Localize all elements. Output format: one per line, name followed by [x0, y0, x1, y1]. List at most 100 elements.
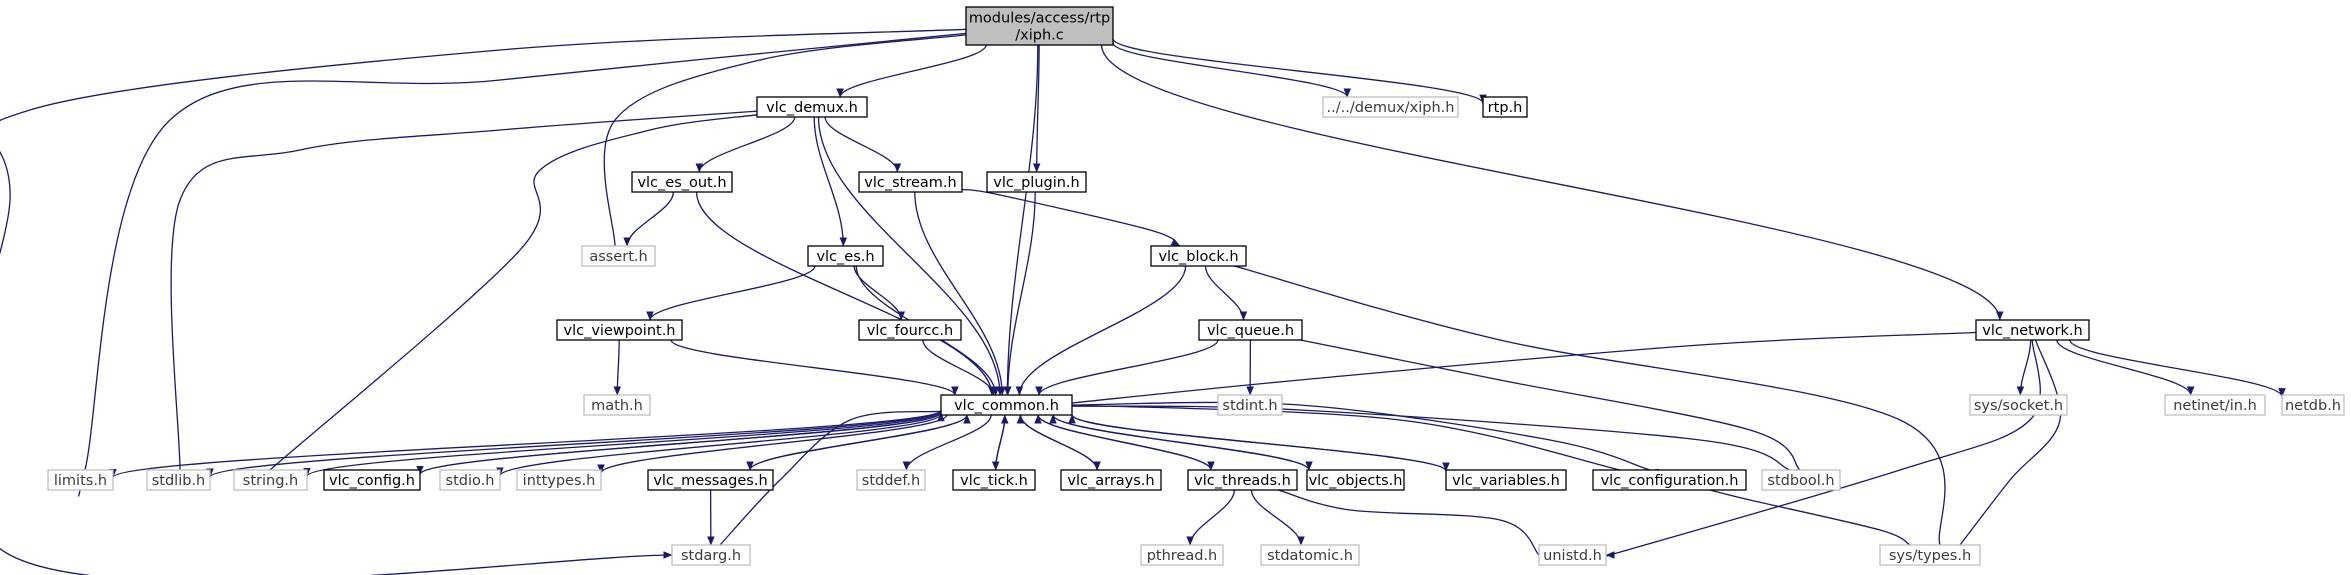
- edge-vlc-fourcc-h-to-vlc-common-h: [922, 339, 998, 396]
- edge-xiph-c-to-vlc-common-h: [1003, 44, 1039, 396]
- node-label-xiph-c-line-1: modules/access/rtp: [969, 11, 1110, 27]
- node-vlc-fourcc-h[interactable]: vlc_fourcc.h: [858, 319, 962, 341]
- edge-xiph-c-to-stdarg-h: [0, 28, 967, 575]
- edge-vlc-variables-h-to-vlc-common-h: [1068, 414, 1447, 472]
- edge-vlc-demux-h-to-vlc-es-h: [813, 116, 848, 247]
- node-box-vlc-es-h: [807, 245, 884, 267]
- edge-vlc-common-h-to-stdlib-h: [206, 410, 942, 478]
- node-box-xiph-c: [965, 6, 1114, 46]
- node-label-math-h: math.h: [591, 398, 643, 414]
- node-box-vlc-common-h: [940, 394, 1073, 416]
- node-label-demux-xiph-h: ../../demux/xiph.h: [1327, 100, 1455, 116]
- edge-vlc-common-h-to-stddef-h: [902, 414, 992, 471]
- node-pthread-h: pthread.h: [1140, 544, 1224, 566]
- edge-vlc-objects-h-to-vlc-common-h: [1049, 414, 1310, 471]
- node-xiph-c[interactable]: modules/access/rtp/xiph.c: [965, 6, 1114, 46]
- node-vlc-threads-h[interactable]: vlc_threads.h: [1187, 469, 1298, 491]
- node-label-inttypes-h: inttypes.h: [523, 473, 596, 489]
- node-box-vlc-objects-h: [1306, 469, 1405, 491]
- edge-xiph-c-to-rtp-h: [1112, 38, 1487, 104]
- node-vlc-network-h[interactable]: vlc_network.h: [1975, 319, 2090, 341]
- node-label-assert-h: assert.h: [589, 249, 647, 265]
- node-box-stdlib-h: [146, 469, 211, 491]
- edge-vlc-common-h-to-vlc-configuration-h: [1071, 401, 1660, 477]
- node-rtp-h[interactable]: rtp.h: [1482, 96, 1528, 118]
- node-label-vlc-viewpoint-h: vlc_viewpoint.h: [564, 323, 676, 339]
- node-label-unistd-h: unistd.h: [1543, 548, 1602, 564]
- node-sys-socket-h: sys/socket.h: [1969, 394, 2068, 416]
- node-box-vlc-messages-h: [647, 469, 774, 491]
- edge-vlc-block-h-to-vlc-queue-h: [1204, 265, 1248, 321]
- edge-xiph-c-to-demux-xiph-h: [1112, 42, 1351, 98]
- node-vlc-arrays-h[interactable]: vlc_arrays.h: [1060, 469, 1162, 491]
- node-box-vlc-arrays-h: [1060, 469, 1162, 491]
- node-label-stdio-h: stdio.h: [446, 473, 495, 489]
- node-stdarg-h: stdarg.h: [671, 544, 751, 566]
- edge-vlc-es-out-h-to-assert-h: [623, 191, 675, 247]
- node-label-vlc-fourcc-h: vlc_fourcc.h: [867, 323, 953, 339]
- edge-vlc-queue-h-to-stdbool-h: [1300, 339, 1810, 479]
- edge-vlc-threads-h-to-vlc-common-h: [1034, 414, 1212, 471]
- node-sys-types-h: sys/types.h: [1879, 544, 1981, 566]
- edge-vlc-demux-h-to-vlc-common-h: [817, 116, 1004, 396]
- node-vlc-plugin-h[interactable]: vlc_plugin.h: [986, 171, 1087, 193]
- edge-vlc-demux-h-to-stdlib-h: [170, 110, 758, 491]
- edge-vlc-common-h-to-string-h: [303, 411, 942, 477]
- node-box-sys-types-h: [1879, 544, 1981, 566]
- node-label-vlc-config-h: vlc_config.h: [329, 473, 415, 489]
- node-vlc-queue-h[interactable]: vlc_queue.h: [1198, 319, 1303, 341]
- node-vlc-es-h[interactable]: vlc_es.h: [807, 245, 884, 267]
- edge-xiph-c-to-vlc-demux-h: [836, 44, 987, 98]
- edge-vlc-es-h-to-vlc-viewpoint-h: [646, 265, 816, 321]
- node-label-vlc-threads-h: vlc_threads.h: [1194, 473, 1291, 489]
- node-vlc-config-h[interactable]: vlc_config.h: [323, 469, 421, 491]
- node-box-vlc-viewpoint-h: [556, 319, 683, 341]
- node-vlc-viewpoint-h[interactable]: vlc_viewpoint.h: [556, 319, 683, 341]
- node-label-xiph-c-line-2: /xiph.c: [1015, 28, 1063, 44]
- node-box-stdio-h: [439, 469, 501, 491]
- node-box-unistd-h: [1538, 544, 1607, 566]
- node-box-rtp-h: [1482, 96, 1528, 118]
- node-stdio-h: stdio.h: [439, 469, 501, 491]
- node-label-string-h: string.h: [243, 473, 298, 489]
- node-vlc-stream-h[interactable]: vlc_stream.h: [858, 171, 963, 193]
- node-stdbool-h: stdbool.h: [1761, 469, 1841, 491]
- edge-vlc-common-h-to-limits-h: [109, 409, 942, 478]
- edge-vlc-arrays-h-to-vlc-common-h: [1016, 414, 1098, 471]
- node-vlc-tick-h[interactable]: vlc_tick.h: [952, 469, 1036, 491]
- node-box-stdbool-h: [1761, 469, 1841, 491]
- node-box-netinet-in-h: [2164, 394, 2266, 416]
- node-box-vlc-demux-h: [756, 96, 868, 118]
- node-label-vlc-demux-h: vlc_demux.h: [766, 100, 858, 116]
- node-box-math-h: [583, 394, 651, 416]
- node-box-vlc-plugin-h: [986, 171, 1087, 193]
- node-box-string-h: [233, 469, 308, 491]
- node-vlc-demux-h[interactable]: vlc_demux.h: [756, 96, 868, 118]
- edge-vlc-demux-h-to-vlc-stream-h: [824, 116, 902, 173]
- node-box-pthread-h: [1140, 544, 1224, 566]
- node-box-netdb-h: [2281, 394, 2345, 416]
- node-string-h: string.h: [233, 469, 308, 491]
- node-vlc-block-h[interactable]: vlc_block.h: [1150, 245, 1247, 267]
- node-vlc-es-out-h[interactable]: vlc_es_out.h: [631, 171, 733, 193]
- node-box-stdarg-h: [671, 544, 751, 566]
- node-vlc-common-h[interactable]: vlc_common.h: [940, 394, 1073, 416]
- edge-vlc-block-h-to-sys-types-h: [1234, 265, 1947, 555]
- node-inttypes-h: inttypes.h: [516, 469, 602, 491]
- node-netinet-in-h: netinet/in.h: [2164, 394, 2266, 416]
- node-box-assert-h: [581, 245, 656, 267]
- node-box-limits-h: [47, 469, 114, 491]
- node-box-vlc-fourcc-h: [858, 319, 962, 341]
- edge-xiph-c-to-assert-h: [603, 34, 967, 256]
- node-vlc-objects-h[interactable]: vlc_objects.h: [1306, 469, 1405, 491]
- node-box-stdint-h: [1217, 394, 1283, 416]
- node-box-inttypes-h: [516, 469, 602, 491]
- edge-vlc-plugin-h-to-vlc-common-h: [1004, 191, 1036, 396]
- edge-vlc-stream-h-to-vlc-common-h: [914, 191, 1006, 396]
- node-vlc-messages-h[interactable]: vlc_messages.h: [647, 469, 774, 491]
- node-label-vlc-block-h: vlc_block.h: [1158, 249, 1238, 265]
- node-vlc-configuration-h[interactable]: vlc_configuration.h: [1592, 469, 1747, 491]
- node-label-vlc-es-h: vlc_es.h: [816, 249, 874, 265]
- node-vlc-variables-h[interactable]: vlc_variables.h: [1445, 469, 1567, 491]
